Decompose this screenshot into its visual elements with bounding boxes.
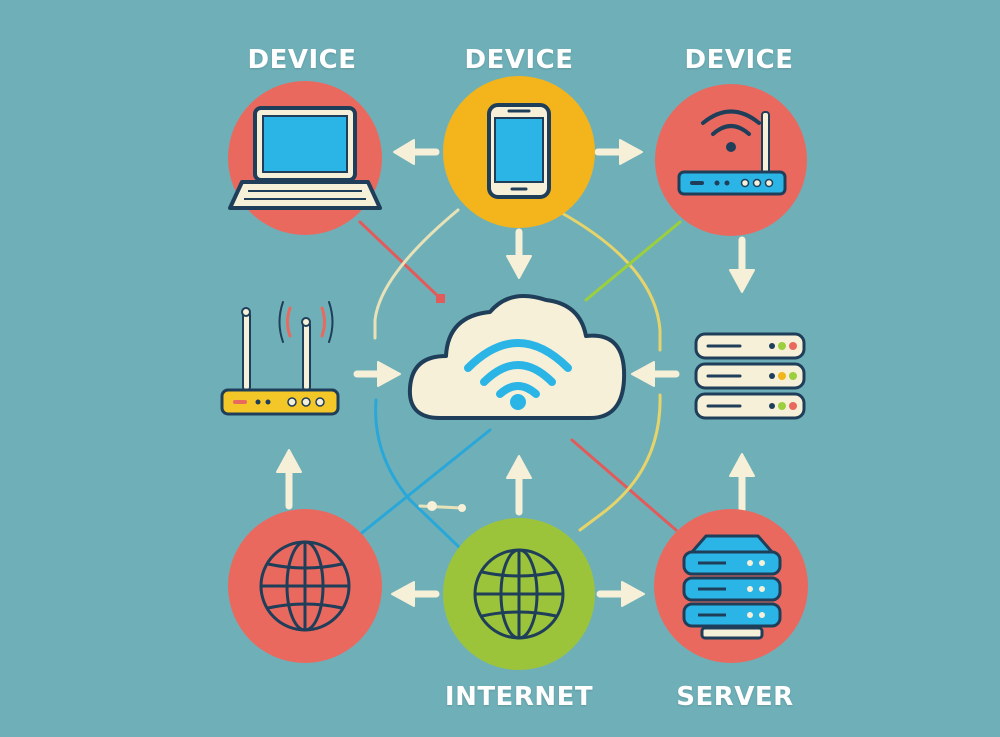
router-node [655, 84, 807, 236]
arrow-internet-to-server [596, 581, 645, 607]
internet-label: INTERNET [444, 682, 594, 712]
arrow-router-left-to-cloud [353, 361, 401, 387]
internet-node [443, 518, 595, 670]
laptop-node [228, 81, 382, 235]
cloud-wifi-icon [407, 294, 627, 420]
phone-node [443, 76, 595, 228]
line-blue-cloud-to-globe [356, 428, 492, 538]
laptop-icon [228, 106, 382, 210]
arrow-router-to-server [729, 236, 755, 293]
server-icon [682, 534, 782, 640]
arrow-server-to-cloud [631, 361, 680, 387]
cloud-node [407, 294, 627, 420]
line-laptop-endpoint [436, 294, 445, 303]
line-blue-left-to-globe [374, 398, 462, 550]
globe-icon [473, 548, 565, 640]
globe-icon [259, 540, 351, 632]
connection-lines [356, 208, 682, 550]
server-node [654, 509, 808, 663]
line-cloud-to-server [570, 438, 678, 532]
arrow-globe-to-router [276, 449, 302, 510]
arrow-server-node-to-stack [729, 453, 755, 514]
line-laptop-to-cloud [358, 220, 442, 300]
server-label: SERVER [676, 682, 794, 712]
line-router-to-cloud [584, 220, 682, 302]
globe-left-node [228, 509, 382, 663]
device-label-center: DEVICE [464, 45, 574, 75]
arrow-phone-to-router [594, 139, 643, 165]
smartphone-icon [487, 103, 551, 199]
line-phone-left-curve [373, 208, 460, 340]
line-phone-right-curve [558, 210, 662, 352]
arrows [276, 139, 755, 607]
arrow-phone-to-laptop [393, 139, 440, 165]
line-node-dot-2 [458, 504, 466, 512]
arrow-internet-to-globe [391, 581, 440, 607]
arrow-internet-to-cloud [506, 455, 532, 516]
arrow-phone-to-cloud [506, 228, 532, 279]
device-label-right: DEVICE [684, 45, 794, 75]
line-node-connector [418, 504, 464, 510]
line-right-curve-lower [578, 393, 662, 532]
line-node-dot-1 [427, 501, 437, 511]
wireless-router-icon [220, 301, 340, 416]
server-rack-icon [694, 332, 806, 420]
wifi-router-icon [677, 109, 787, 196]
device-label-left: DEVICE [247, 45, 357, 75]
